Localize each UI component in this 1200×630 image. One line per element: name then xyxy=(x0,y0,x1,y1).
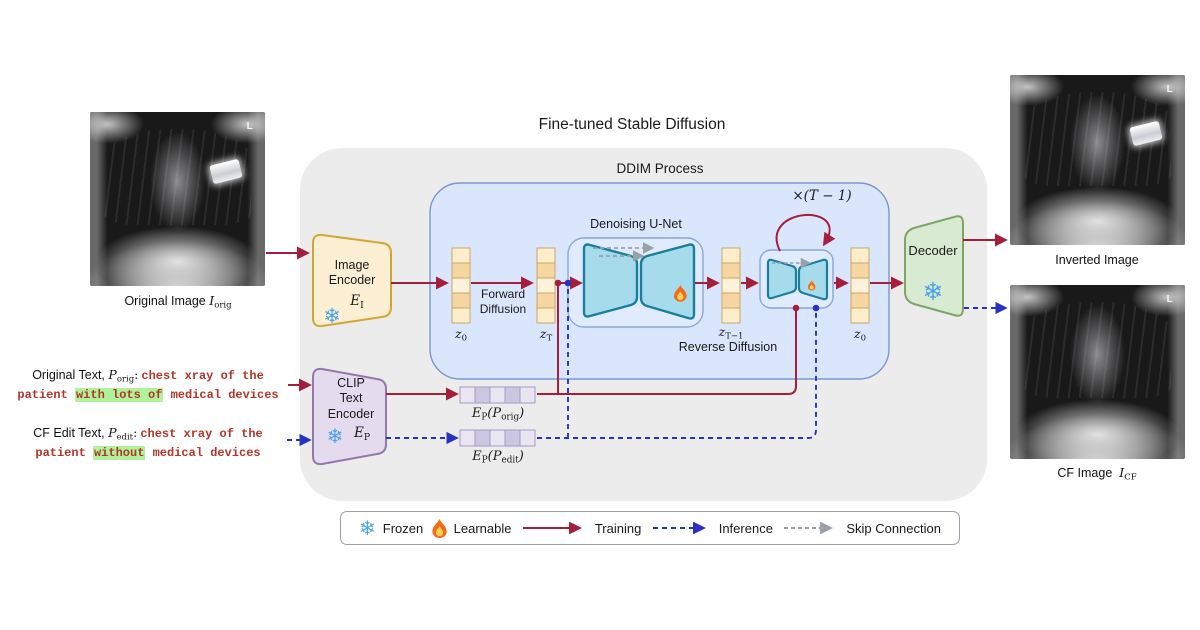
original-image-caption: Original Image Iorig xyxy=(124,293,232,311)
cf-image-caption: CF Image ICF xyxy=(1057,465,1137,483)
snowflake-icon: ❄ xyxy=(323,305,341,328)
xray-film xyxy=(1010,285,1185,459)
legend-item-training: Training xyxy=(520,521,641,536)
snowflake-icon: ❄ xyxy=(326,426,344,448)
forward-diffusion-label: Forward Diffusion xyxy=(479,287,527,316)
decoder-label: Decoder xyxy=(908,243,958,258)
loop-arrow xyxy=(775,214,836,252)
reverse-diffusion-label: Reverse Diffusion xyxy=(678,340,778,354)
xray-ribs xyxy=(1024,302,1171,399)
latent-z0-in-label: z0 xyxy=(454,326,468,344)
xray-film xyxy=(90,112,265,286)
xray-film xyxy=(1010,75,1185,245)
embedding-edit-label: EP(Pedit) xyxy=(472,449,524,466)
training-arrow-icon xyxy=(522,522,582,534)
legend-item-inference: Inference xyxy=(650,521,773,536)
latent-tokens-z0-out xyxy=(850,247,870,324)
unet-decoder-trapezoid xyxy=(639,243,696,320)
latent-zTm1-label: zT−1 xyxy=(718,324,744,342)
inference-junction-dot xyxy=(564,279,572,287)
embedding-orig-label: EP(Porig) xyxy=(471,406,525,423)
snowflake-icon: ❄ xyxy=(922,278,944,306)
text-embedding-orig-tokens xyxy=(459,386,536,404)
highlighted-phrase: with lots of xyxy=(74,387,164,402)
reverse-unet-decoder-trapezoid xyxy=(797,258,829,301)
loop-count-label: ×(T − 1) xyxy=(792,188,852,204)
training-junction-dot xyxy=(554,279,562,287)
inverted-xray-image: L xyxy=(1010,75,1185,245)
image-encoder-shape xyxy=(312,233,392,328)
latent-tokens-z0-in xyxy=(451,247,471,324)
inverted-image-caption: Inverted Image xyxy=(1055,253,1139,267)
flame-icon xyxy=(432,518,447,538)
snowflake-icon: ❄ xyxy=(359,517,376,540)
latent-tokens-zT xyxy=(536,247,556,324)
training-arrows xyxy=(266,214,1008,401)
latent-zT-label: zT xyxy=(539,326,553,344)
decoder-shape xyxy=(904,215,964,317)
figure-title: Fine-tuned Stable Diffusion xyxy=(538,116,726,133)
inference-arrows xyxy=(287,285,1008,447)
image-encoder-symbol: EI xyxy=(350,293,364,311)
original-prompt-text: Original Text, Porig:chest xray of the p… xyxy=(17,367,279,402)
cf-xray-image: L xyxy=(1010,285,1185,459)
latent-tokens-zTm1 xyxy=(721,247,741,324)
legend: ❄ Frozen Learnable Training Inference Sk… xyxy=(340,511,960,545)
laterality-marker: L xyxy=(1166,83,1173,95)
clip-encoder-symbol: EP xyxy=(353,425,371,443)
latent-z0-out-label: z0 xyxy=(853,326,867,344)
unet-encoder-trapezoid xyxy=(582,243,639,318)
skip-arrow-icon xyxy=(784,522,834,534)
reverse-unet-encoder-trapezoid xyxy=(766,258,798,300)
original-xray-image: L xyxy=(90,112,265,286)
inference-junction-dot xyxy=(812,304,820,312)
legend-item-frozen: ❄ Frozen xyxy=(359,517,424,540)
text-embedding-edit-tokens xyxy=(459,429,536,447)
legend-item-skip: Skip Connection xyxy=(781,521,941,536)
inference-arrow-icon xyxy=(652,522,706,534)
ddim-process-label: DDIM Process xyxy=(616,161,704,176)
clip-encoder-shape xyxy=(312,367,387,466)
laterality-marker: L xyxy=(246,120,253,132)
cf-prompt-text: CF Edit Text, Pedit:chest xray of the pa… xyxy=(33,425,263,460)
training-junction-dot xyxy=(792,304,800,312)
highlighted-phrase: without xyxy=(92,445,146,460)
legend-item-learnable: Learnable xyxy=(432,518,511,538)
laterality-marker: L xyxy=(1166,293,1173,305)
denoising-unet-label: Denoising U-Net xyxy=(590,217,682,231)
clip-encoder-label: CLIP Text Encoder xyxy=(327,376,375,421)
image-encoder-label: Image Encoder xyxy=(328,258,376,288)
